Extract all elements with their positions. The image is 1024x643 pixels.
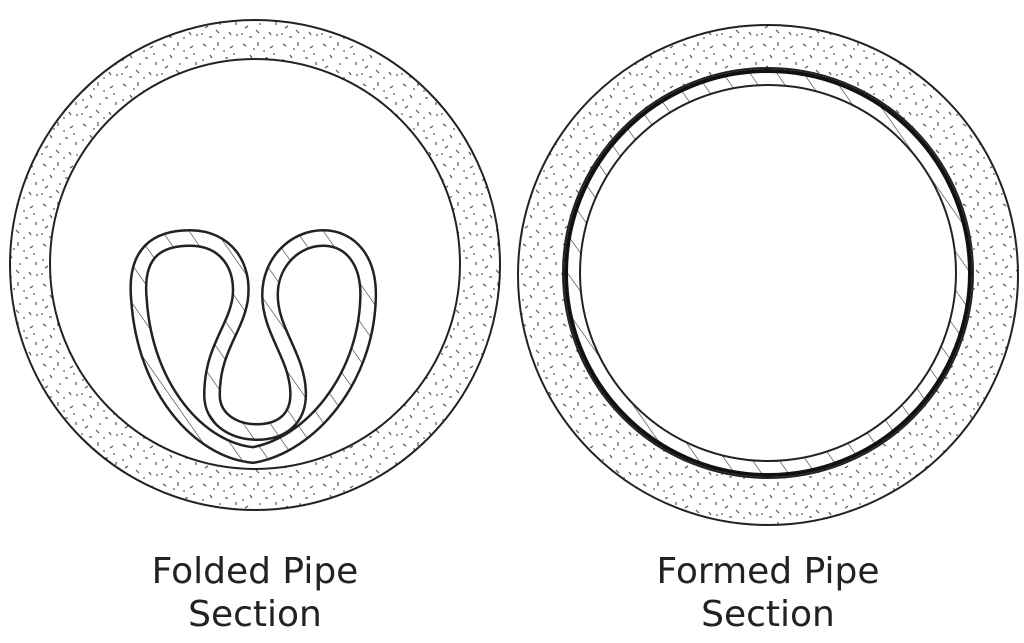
host-pipe-inner bbox=[562, 67, 974, 479]
formed-pipe-label: Formed Pipe Section bbox=[568, 550, 968, 636]
formed-liner-inner bbox=[579, 84, 957, 462]
folded-label-line2: Section bbox=[188, 594, 322, 635]
formed-label-line2: Section bbox=[701, 594, 835, 635]
folded-pipe-section bbox=[9, 19, 501, 511]
folded-liner-wall bbox=[131, 231, 375, 462]
formed-liner-outer bbox=[564, 69, 972, 477]
formed-liner-wall bbox=[566, 71, 970, 475]
folded-pipe-label: Folded Pipe Section bbox=[55, 550, 455, 636]
folded-label-line1: Folded Pipe bbox=[151, 551, 359, 592]
host-pipe-inner bbox=[49, 58, 461, 470]
formed-pipe-section bbox=[517, 24, 1019, 526]
formed-label-line1: Formed Pipe bbox=[656, 551, 880, 592]
